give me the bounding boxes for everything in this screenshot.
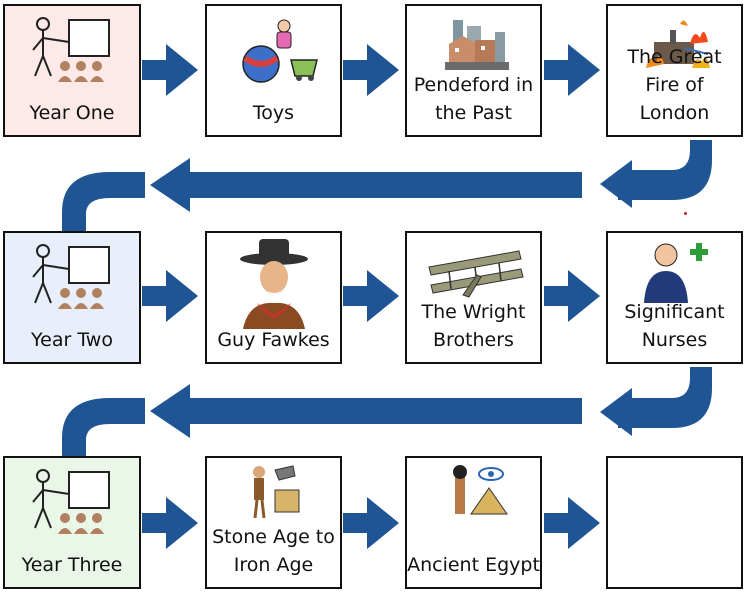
return-arrow (618, 367, 712, 428)
town-buildings-icon (407, 14, 540, 86)
arrow-right (343, 497, 399, 549)
toys-icon (207, 14, 340, 86)
topic-label: Ancient Egypt (407, 554, 540, 576)
year-three-card: Year Three (3, 456, 141, 589)
arrow-right (142, 44, 198, 96)
teacher-at-board-icon (5, 241, 139, 313)
guy-fawkes-portrait-icon (207, 237, 340, 329)
return-arrow (62, 172, 145, 232)
topic-card: Pendeford in the Past (405, 4, 542, 137)
year-one-card: Year One (3, 4, 141, 137)
topic-label: Stone Age to Iron Age (212, 526, 335, 576)
arrow-right (142, 270, 198, 322)
year-two-card: Year Two (3, 231, 141, 364)
return-arrow-head (150, 384, 190, 438)
year-label: Year Three (21, 554, 123, 576)
return-arrow-head (150, 158, 190, 212)
biplane-icon (407, 245, 540, 317)
stone-age-icon (207, 462, 340, 524)
red-dot (684, 212, 687, 215)
topic-card: The Great Fire of London (606, 4, 743, 137)
topic-card: Significant Nurses (606, 231, 743, 364)
topic-label: Significant Nurses (624, 301, 725, 351)
topic-card: Guy Fawkes (205, 231, 342, 364)
topic-card: Ancient Egypt (405, 456, 542, 589)
arrow-right (343, 44, 399, 96)
return-arrow-bar (184, 172, 582, 198)
topic-label: Guy Fawkes (217, 329, 330, 351)
return-arrow-head (600, 160, 632, 208)
year-label: Year Two (31, 329, 113, 351)
return-arrow (62, 398, 145, 456)
teacher-at-board-icon (5, 14, 139, 86)
topic-label: The Wright Brothers (421, 301, 526, 351)
nurse-icon (608, 237, 741, 309)
arrow-right (544, 270, 600, 322)
egypt-icon (407, 464, 540, 530)
return-arrow (618, 140, 712, 200)
arrow-right (343, 270, 399, 322)
empty-card (606, 456, 743, 589)
topic-label: The Great Fire of London (627, 46, 722, 124)
arrow-right (544, 497, 600, 549)
topic-label: Pendeford in the Past (413, 74, 534, 124)
topic-card: Stone Age to Iron Age (205, 456, 342, 589)
return-arrow-head (600, 388, 632, 436)
return-arrow-bar (184, 398, 582, 424)
topic-card: Toys (205, 4, 342, 137)
arrow-right (544, 44, 600, 96)
arrow-right (142, 497, 198, 549)
topic-card: The Wright Brothers (405, 231, 542, 364)
year-label: Year One (29, 102, 115, 124)
teacher-at-board-icon (5, 466, 139, 538)
burning-city-icon (608, 14, 741, 86)
topic-label: Toys (252, 102, 295, 124)
